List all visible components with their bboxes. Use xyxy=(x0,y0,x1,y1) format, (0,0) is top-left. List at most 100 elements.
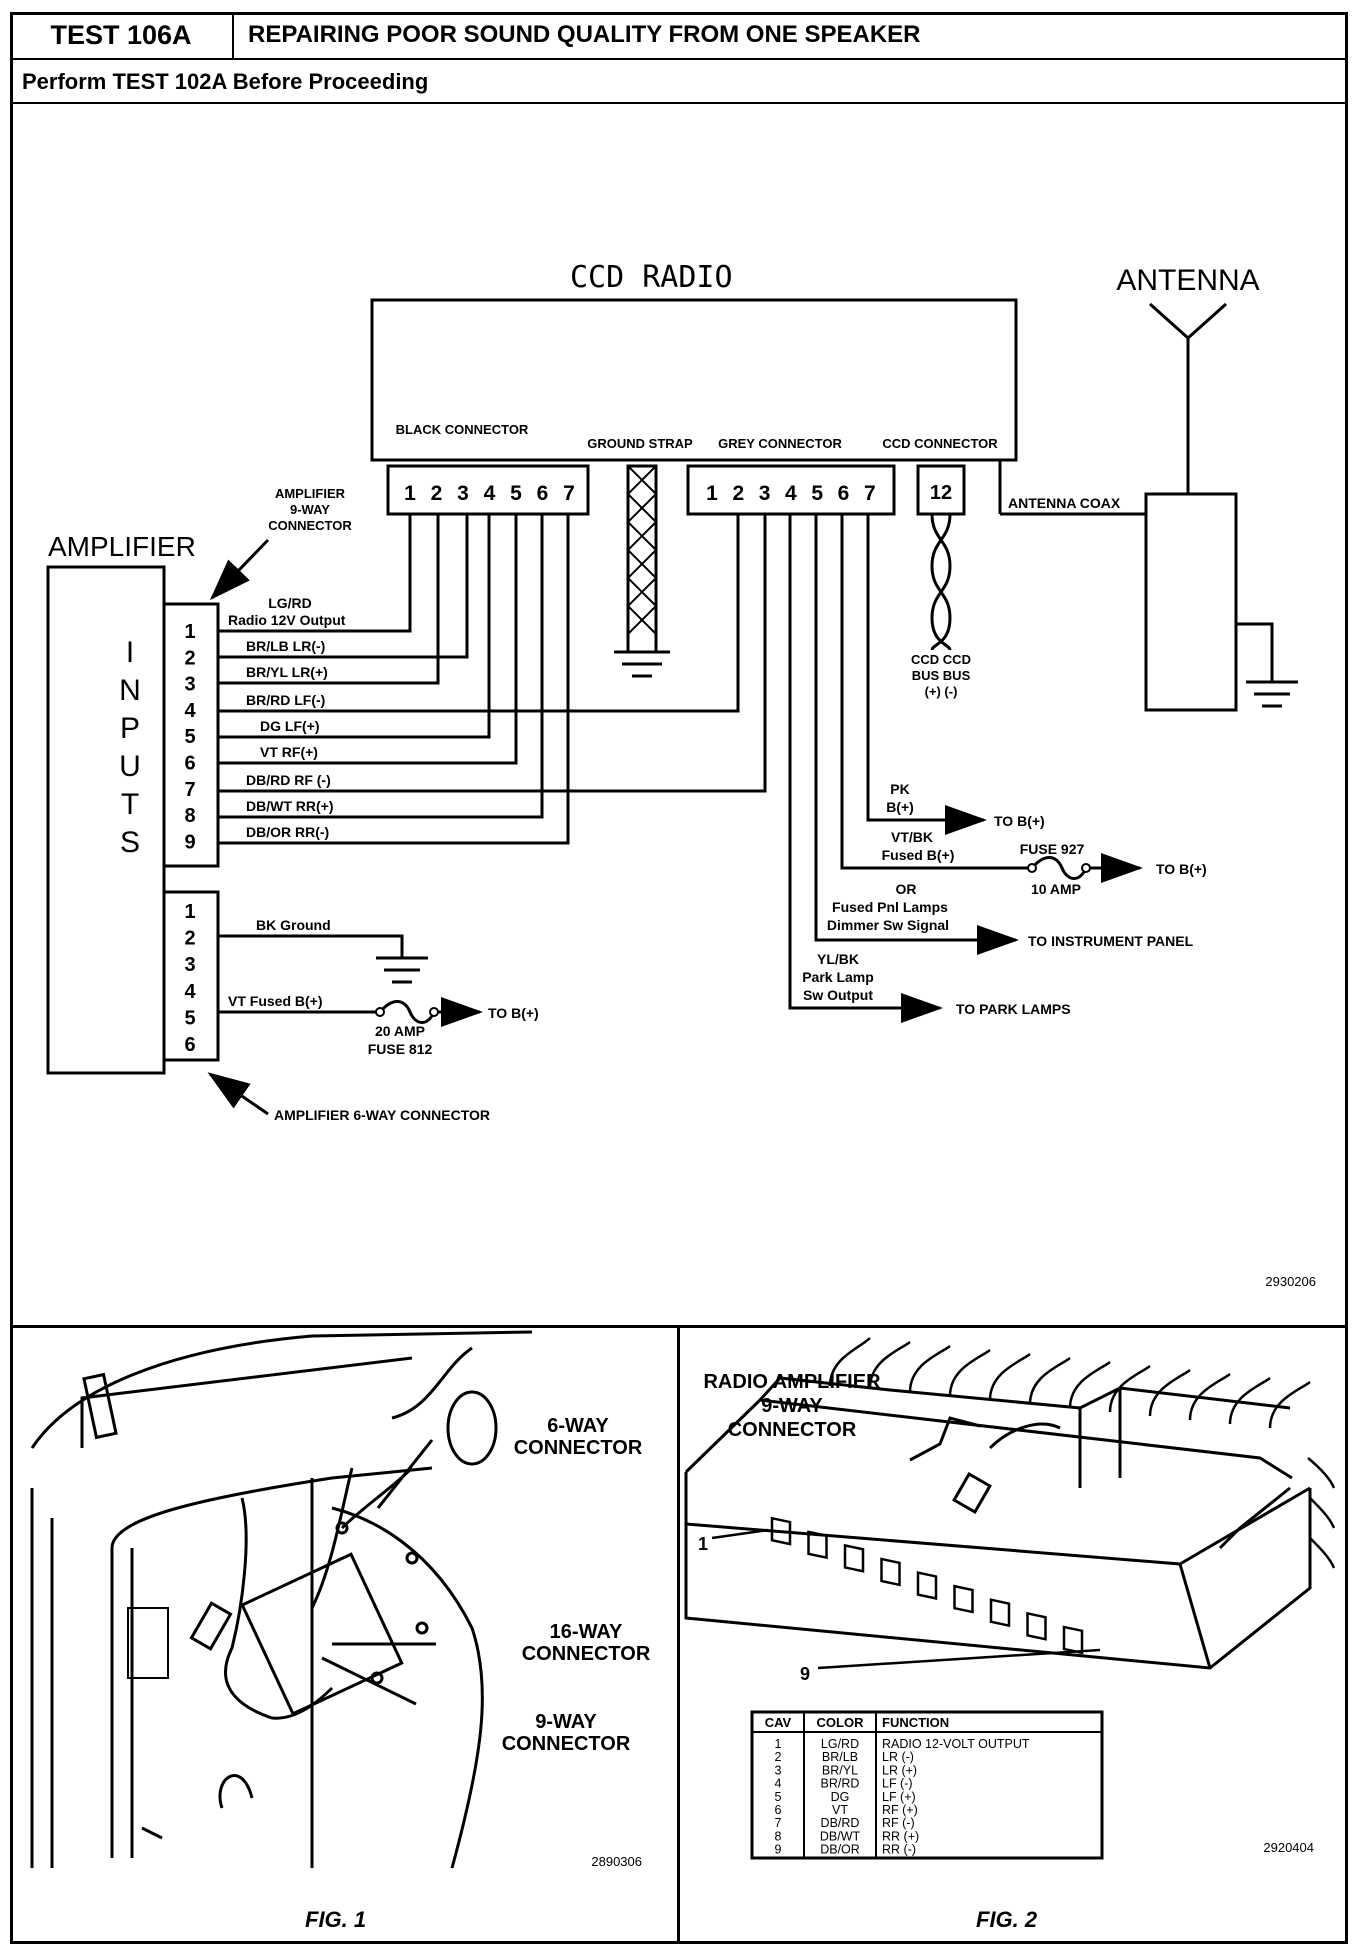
amp-9way-label-1: AMPLIFIER xyxy=(275,486,346,501)
inputs-letter: T xyxy=(121,788,139,821)
ylbk-label-3: Sw Output xyxy=(803,987,873,1003)
antenna-symbol xyxy=(1148,302,1228,494)
grey-connector-pin: 5 xyxy=(811,482,823,505)
ccd-pin: 12 xyxy=(930,482,952,504)
table-cav-cell: 5 xyxy=(775,1790,782,1804)
amp-6way-connector xyxy=(162,890,220,1062)
wire-label: DG LF(+) xyxy=(260,718,320,734)
table-color-cell: BR/YL xyxy=(822,1763,858,1777)
wire-label: BR/YL LR(+) xyxy=(246,664,328,680)
antenna-module xyxy=(1144,492,1238,712)
table-cav-cell: 9 xyxy=(775,1843,782,1857)
amp-6way-pin: 4 xyxy=(184,981,196,1003)
grey-connector-label: GREY CONNECTOR xyxy=(718,436,842,451)
ground-strap xyxy=(614,464,670,678)
table-cav-cell: 7 xyxy=(775,1816,782,1830)
ccd-bus-label-2: BUS BUS xyxy=(912,668,971,683)
black-connector-pin: 7 xyxy=(563,482,575,505)
table-function-cell: RR (-) xyxy=(882,1843,916,1857)
connector-cavity xyxy=(953,1584,974,1614)
table-header-cell: FUNCTION xyxy=(882,1715,949,1730)
table-cav-cell: 4 xyxy=(775,1777,782,1791)
amp-9way-label-3: CONNECTOR xyxy=(268,518,352,533)
fuse-927-label-2: 10 AMP xyxy=(1031,881,1081,897)
fig1-16way-label-2: CONNECTOR xyxy=(522,1643,651,1665)
inputs-letter: I xyxy=(126,636,134,669)
wire-label: VT RF(+) xyxy=(260,744,318,760)
wire-label: DB/OR RR(-) xyxy=(246,824,329,840)
fuse-927-symbol xyxy=(1030,856,1088,880)
amp-6way-label: AMPLIFIER 6-WAY CONNECTOR xyxy=(274,1107,490,1123)
ylbk-label-2: Park Lamp xyxy=(802,969,874,985)
amp-9way-pin: 8 xyxy=(184,805,195,827)
table-color-cell: BR/RD xyxy=(821,1777,860,1791)
vt-fused-label: VT Fused B(+) xyxy=(228,993,323,1009)
amp-9way-pin: 9 xyxy=(184,831,195,853)
amp-9way-label-2: 9-WAY xyxy=(290,502,330,517)
prerequisite: Perform TEST 102A Before Proceeding xyxy=(10,60,1348,104)
ground-strap-label: GROUND STRAP xyxy=(587,436,693,451)
table-cav-cell: 3 xyxy=(775,1763,782,1777)
table-function-cell: LR (-) xyxy=(882,1750,914,1764)
connector-cavity xyxy=(880,1557,901,1587)
amp-9way-connector xyxy=(162,602,220,868)
amp-6way-pin: 1 xyxy=(184,901,195,923)
amplifier-title: AMPLIFIER xyxy=(48,531,196,562)
amp-9way-pin: 5 xyxy=(184,726,195,748)
wires xyxy=(218,514,767,845)
table-header-cell: CAV xyxy=(765,1715,792,1730)
table-color-cell: DG xyxy=(831,1790,850,1804)
cav1-label: 1 xyxy=(698,1534,708,1554)
to-b-plus-2: TO B(+) xyxy=(994,813,1045,829)
amp-6way-arrow xyxy=(207,1072,269,1116)
table-function-cell: RADIO 12-VOLT OUTPUT xyxy=(882,1737,1030,1751)
connector-cavity xyxy=(807,1530,828,1560)
inputs-letter: S xyxy=(120,826,140,859)
wire-label: Radio 12V Output xyxy=(228,612,346,628)
pk-label-1: PK xyxy=(890,781,909,797)
amp-9way-pin: 7 xyxy=(184,779,195,801)
table-color-cell: BR/LB xyxy=(822,1750,858,1764)
radio-title: CCD RADIO xyxy=(570,260,733,295)
diagram-fig-number: 2930206 xyxy=(1265,1274,1316,1289)
amp-6way-pin: 5 xyxy=(184,1007,195,1029)
fuse-812-label-1: 20 AMP xyxy=(375,1023,425,1039)
panel-divider-vertical xyxy=(677,1326,680,1944)
fig2-number: 2920404 xyxy=(1263,1840,1314,1855)
cav1-leader xyxy=(711,1528,769,1540)
amp-6way-pin: 2 xyxy=(184,928,195,950)
antenna-title: ANTENNA xyxy=(1116,264,1259,297)
wire-label: LG/RD xyxy=(268,595,312,611)
to-instrument-panel: TO INSTRUMENT PANEL xyxy=(1028,933,1194,949)
fig2-title-3: CONNECTOR xyxy=(728,1419,857,1441)
wire-label: BR/LB LR(-) xyxy=(246,638,325,654)
black-connector-pin: 2 xyxy=(431,482,443,505)
amp-9way-pin: 1 xyxy=(184,621,195,643)
table-color-cell: DB/WT xyxy=(820,1829,861,1843)
to-b-plus-3: TO B(+) xyxy=(1156,861,1207,877)
black-connector-label: BLACK CONNECTOR xyxy=(396,422,529,437)
amp-9way-pin: 2 xyxy=(184,647,195,669)
fig1-9way-label-2: CONNECTOR xyxy=(502,1733,631,1755)
antenna-coax-label: ANTENNA COAX xyxy=(1008,495,1121,511)
ccd-bus-label-1: CCD CCD xyxy=(911,652,971,667)
test-id: TEST 106A xyxy=(10,12,234,58)
table-header-cell: COLOR xyxy=(817,1715,865,1730)
connector-cavity xyxy=(1062,1625,1084,1655)
inputs-letter: U xyxy=(119,750,141,783)
fuse-812-symbol xyxy=(378,1000,436,1024)
test-title: REPAIRING POOR SOUND QUALITY FROM ONE SP… xyxy=(248,21,921,48)
vtbk-label-1: VT/BK xyxy=(891,829,933,845)
header-row: TEST 106A REPAIRING POOR SOUND QUALITY F… xyxy=(10,12,1348,60)
amplifier-box xyxy=(46,565,166,1075)
inputs-letter: P xyxy=(120,712,140,745)
fuse-812-label-2: FUSE 812 xyxy=(368,1041,433,1057)
connector-cavity xyxy=(989,1598,1011,1628)
amp-9way-pin: 3 xyxy=(184,674,195,696)
fig2-caption: FIG. 2 xyxy=(976,1907,1038,1932)
connector-cavity xyxy=(770,1516,792,1546)
ccd-connector-label: CCD CONNECTOR xyxy=(882,436,998,451)
table-function-cell: RR (+) xyxy=(882,1829,919,1843)
antenna-ground xyxy=(1236,622,1298,708)
or-label-3: Dimmer Sw Signal xyxy=(827,917,949,933)
